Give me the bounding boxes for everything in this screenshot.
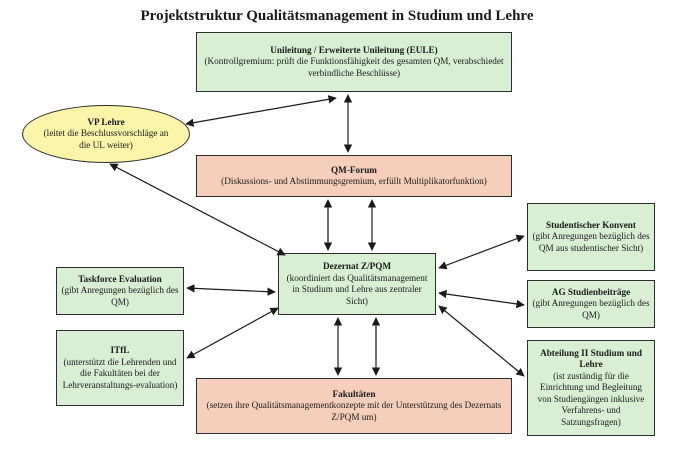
node-dezernat: Dezernat Z/PQM (koordiniert das Qualität…: [278, 253, 436, 315]
node-vp-lehre-heading: VP Lehre: [87, 116, 125, 127]
node-taskforce-heading: Taskforce Evaluation: [78, 273, 162, 284]
node-konvent-heading: Studentischer Konvent: [546, 219, 636, 230]
node-abteilung2-body: (ist zuständig für die Einrichtung und B…: [537, 370, 645, 427]
node-dezernat-heading: Dezernat Z/PQM: [322, 261, 392, 271]
node-qm-forum-body: (Diskussions- und Abstimmungsgremium, er…: [221, 176, 487, 186]
node-itfl: ITfL (unterstützt die Lehrenden und die …: [56, 330, 184, 406]
arrow-vplehre-dezernat: [109, 163, 286, 256]
node-eule-body: (Kontrollgremium: prüft die Funktionsfäh…: [204, 56, 504, 78]
node-eule: Unileitung / Erweiterte Unileitung (EULE…: [196, 32, 512, 92]
arrow-dezernat-konvent: [438, 234, 525, 270]
node-fakultaeten: Fakultäten (setzen ihre Qualitätsmanagem…: [196, 378, 512, 434]
arrow-dezernat-abteilung2: [438, 305, 525, 377]
arrow-dezernat-ag: [438, 289, 525, 309]
node-itfl-body: (unterstützt die Lehrenden und die Fakul…: [62, 356, 178, 390]
node-konvent: Studentischer Konvent (gibt Anregungen b…: [527, 203, 655, 271]
node-ag-studienbeitraege-heading: AG Studienbeiträge: [551, 286, 631, 297]
node-taskforce-body: (gibt Anregungen bezüglich des QM): [61, 285, 179, 307]
node-eule-heading: Unileitung / Erweiterte Unileitung (EULE…: [270, 44, 438, 55]
node-vp-lehre-body: (leitet die Beschlussvorschläge an die U…: [43, 128, 169, 150]
arrow-dezernat-taskforce: [186, 284, 276, 296]
node-vp-lehre: VP Lehre (leitet die Beschlussvorschläge…: [22, 105, 190, 163]
node-abteilung2-heading: Abteilung II Studium und Lehre: [540, 347, 642, 370]
node-taskforce: Taskforce Evaluation (gibt Anregungen be…: [56, 267, 184, 315]
diagram-title: Projektstruktur Qualitätsmanagement in S…: [140, 8, 534, 24]
node-qm-forum-heading: QM-Forum: [331, 164, 377, 175]
arrow-vplehre-eule: [185, 95, 337, 127]
node-ag-studienbeitraege-body: (gibt Anregungen bezüglich des QM): [532, 298, 650, 320]
node-abteilung2: Abteilung II Studium und Lehre (ist zust…: [527, 340, 655, 436]
node-ag-studienbeitraege: AG Studienbeiträge (gibt Anregungen bezü…: [527, 280, 655, 328]
node-itfl-heading: ITfL: [110, 345, 130, 355]
node-konvent-body: (gibt Anregungen bezüglich des QM aus st…: [532, 231, 650, 253]
node-fakultaeten-heading: Fakultäten: [332, 388, 376, 399]
node-dezernat-body: (koordiniert das Qualitätsmanagement in …: [286, 272, 428, 306]
node-fakultaeten-body: (setzen ihre Qualitätsmanagementkonzepte…: [206, 400, 502, 422]
arrow-dezernat-itfl: [186, 307, 279, 359]
